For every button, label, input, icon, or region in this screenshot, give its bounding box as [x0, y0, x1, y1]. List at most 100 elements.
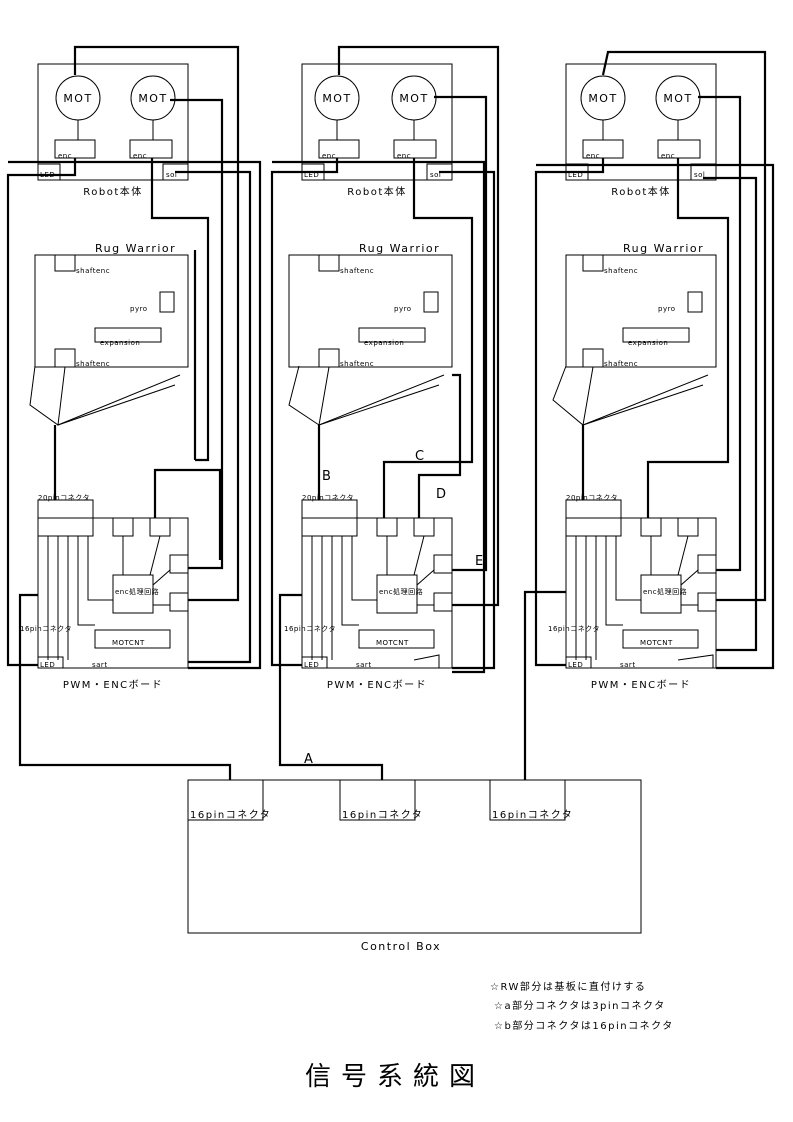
- wire-label-c: C: [415, 449, 427, 464]
- motor-out-top: [697, 554, 717, 574]
- motor-out-bottom: [169, 592, 189, 612]
- motcnt-label: MOTCNT: [376, 639, 409, 647]
- rug-bundle-right: [582, 366, 704, 426]
- rug-bundle-left: [288, 365, 445, 426]
- robot-led-label: LED: [568, 171, 583, 179]
- right-encoder-label: enc: [133, 152, 147, 160]
- board-led-label: LED: [40, 661, 55, 669]
- wires: [270, 45, 500, 780]
- enc-input-left: [640, 517, 662, 537]
- motcnt-box: [358, 629, 435, 649]
- motcnt-box: [94, 629, 171, 649]
- connector-16pin-label: 16pinコネクタ: [284, 624, 336, 633]
- motor-out-bottom: [433, 592, 453, 612]
- wire-label-a: A: [304, 752, 316, 767]
- wires: [6, 45, 262, 780]
- rug-bundle-left: [29, 365, 181, 426]
- rug-warrior: Rug Warrior shaftenc pyro expansion shaf…: [552, 242, 717, 426]
- shaftenc-top-label: shaftenc: [76, 267, 110, 275]
- rug-warrior-title: Rug Warrior: [623, 242, 704, 255]
- pyro-box: [423, 291, 439, 313]
- enc-circuit-box: [640, 574, 682, 614]
- left-motor-label: MOT: [322, 92, 351, 105]
- wires: [523, 50, 775, 780]
- control-box: 16pinコネクタ 16pinコネクタ 16pinコネクタ Control Bo…: [187, 779, 642, 953]
- connector-20pin-box: [37, 499, 94, 519]
- diagram-title: 信号系統図: [305, 1062, 485, 1092]
- motor-out-top: [169, 554, 189, 574]
- motor-out-bottom: [697, 592, 717, 612]
- note-3: ☆b部分コネクタは16pinコネクタ: [494, 1019, 674, 1032]
- left-motor-label: MOT: [588, 92, 617, 105]
- pwm-enc-board: 20pinコネクタ enc処理回路 MOTCNT 16pinコネクタ LED s…: [548, 493, 717, 691]
- enc-circuit-box: [376, 574, 418, 614]
- rug-bundle-right: [57, 366, 176, 426]
- robot-body: MOT MOT enc enc LED sol Robot本体: [565, 63, 717, 198]
- shaftenc-bottom-label: shaftenc: [340, 360, 374, 368]
- control-box-connector-2: [339, 779, 416, 821]
- connector-20pin-label: 20pinコネクタ: [566, 493, 618, 502]
- rug-warrior-frame: [34, 254, 189, 368]
- control-box-connector-3: [489, 779, 566, 821]
- left-encoder-label: enc: [586, 152, 600, 160]
- robot-sol-label: sol: [166, 171, 177, 179]
- rug-warrior-title: Rug Warrior: [359, 242, 440, 255]
- control-box-connector-1: [187, 779, 264, 821]
- shaftenc-top-label: shaftenc: [340, 267, 374, 275]
- pwm-enc-board-label: PWM・ENCボード: [63, 679, 163, 691]
- enc-input-left: [112, 517, 134, 537]
- board-led-label: LED: [304, 661, 319, 669]
- expansion-label: expansion: [364, 339, 404, 347]
- expansion-label: expansion: [100, 339, 140, 347]
- pyro-box: [159, 291, 175, 313]
- control-box-connector-2-label: 16pinコネクタ: [342, 809, 423, 821]
- control-box-label: Control Box: [361, 940, 441, 953]
- right-motor-label: MOT: [138, 92, 167, 105]
- board-led-box: [37, 656, 64, 669]
- expansion-box: [94, 327, 162, 343]
- robot-body-frame: [301, 63, 453, 181]
- rug-warrior-title: Rug Warrior: [95, 242, 176, 255]
- connector-20pin-label: 20pinコネクタ: [38, 493, 90, 502]
- left-encoder-label: enc: [322, 152, 336, 160]
- right-encoder-label: enc: [661, 152, 675, 160]
- enc-circuit-label: enc処理回路: [379, 587, 423, 596]
- board-sart-label: sart: [620, 661, 636, 669]
- robot-led-box: [37, 163, 61, 181]
- note-2: ☆a部分コネクタは3pinコネクタ: [494, 999, 666, 1012]
- connector-20pin-box: [565, 499, 622, 519]
- expansion-box: [358, 327, 426, 343]
- board-led-label: LED: [568, 661, 583, 669]
- module-2: MOT MOT enc enc LED sol Robot本体 Rug Warr…: [270, 45, 500, 780]
- robot-body: MOT MOT enc enc LED sol Robot本体: [301, 63, 453, 198]
- connector-16pin-label: 16pinコネクタ: [20, 624, 72, 633]
- shaftenc-bottom-box: [582, 348, 604, 368]
- motcnt-label: MOTCNT: [640, 639, 673, 647]
- shaftenc-top-box: [318, 254, 340, 272]
- control-box-connector-3-label: 16pinコネクタ: [492, 809, 573, 821]
- module-3: MOT MOT enc enc LED sol Robot本体 Rug Warr…: [523, 50, 775, 780]
- pwm-enc-board-label: PWM・ENCボード: [327, 679, 427, 691]
- right-motor-label: MOT: [663, 92, 692, 105]
- motor-out-top: [433, 554, 453, 574]
- shaftenc-top-box: [54, 254, 76, 272]
- module-1: MOT MOT enc enc LED sol Robot本体 Rug Warr…: [6, 45, 262, 780]
- right-motor-label: MOT: [399, 92, 428, 105]
- rug-bundle-right: [318, 366, 440, 426]
- pwm-enc-board: 20pinコネクタ enc処理回路 MOTCNT 16pinコネクタ LED s…: [20, 493, 189, 691]
- robot-body-frame: [565, 63, 717, 181]
- board-sart-label: sart: [356, 661, 372, 669]
- note-1: ☆RW部分は基板に直付けする: [490, 980, 646, 993]
- shaftenc-bottom-box: [318, 348, 340, 368]
- pwm-enc-board-label: PWM・ENCボード: [591, 679, 691, 691]
- robot-led-label: LED: [304, 171, 319, 179]
- enc-input-right: [413, 517, 435, 537]
- robot-sol-label: sol: [694, 171, 705, 179]
- shaftenc-bottom-label: shaftenc: [604, 360, 638, 368]
- rug-warrior-frame: [565, 254, 717, 368]
- enc-circuit-box: [112, 574, 154, 614]
- rug-warrior: Rug Warrior shaftenc pyro expansion shaf…: [288, 242, 453, 426]
- robot-body-frame: [37, 63, 189, 181]
- connector-16pin-label: 16pinコネクタ: [548, 624, 600, 633]
- left-encoder-label: enc: [58, 152, 72, 160]
